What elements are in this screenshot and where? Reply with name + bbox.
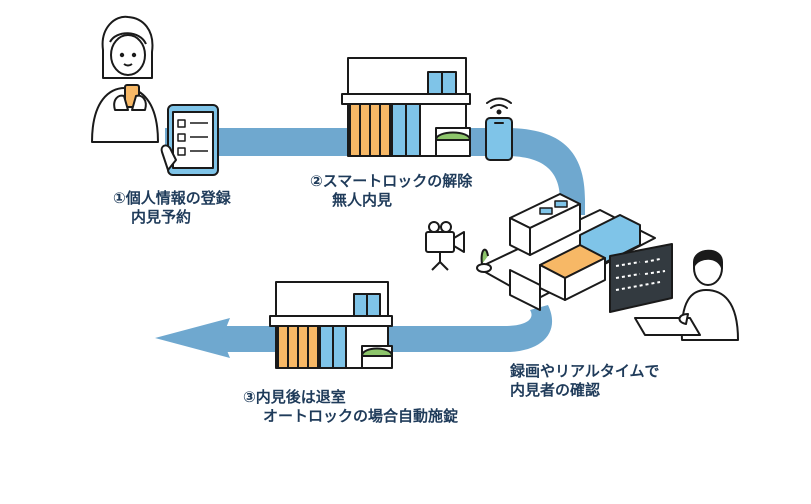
step3-label: ③内見後は退室 オートロックの場合自動施錠 (243, 388, 458, 426)
woman-with-phone-icon (91, 15, 159, 143)
camera-icon (425, 221, 465, 271)
step3-line1: ③内見後は退室 (243, 388, 346, 406)
monitoring-operator-icon (609, 243, 739, 341)
room-icon (476, 193, 656, 311)
monitor-label: 録画やリアルタイムで 内見者の確認 (510, 362, 660, 400)
monitor-line2: 内見者の確認 (510, 381, 601, 399)
step3-line2: オートロックの場合自動施錠 (263, 407, 459, 425)
monitor-line1: 録画やリアルタイムで (510, 362, 660, 380)
step1-line1: ①個人情報の登録 (113, 189, 231, 207)
arrow-left-icon (155, 318, 230, 358)
smartphone-wifi-icon (485, 97, 513, 161)
tablet-checklist-icon (160, 104, 219, 176)
step1-line2: 内見予約 (131, 208, 192, 226)
house-exit-icon (269, 281, 393, 369)
step2-line2: 無人内見 (332, 191, 393, 209)
step1-label: ①個人情報の登録 内見予約 (113, 189, 231, 227)
step2-line1: ②スマートロックの解除 (310, 172, 473, 190)
house-icon (341, 57, 471, 157)
flow-curve-right (505, 128, 585, 215)
step2-label: ②スマートロックの解除 無人内見 (310, 172, 472, 210)
